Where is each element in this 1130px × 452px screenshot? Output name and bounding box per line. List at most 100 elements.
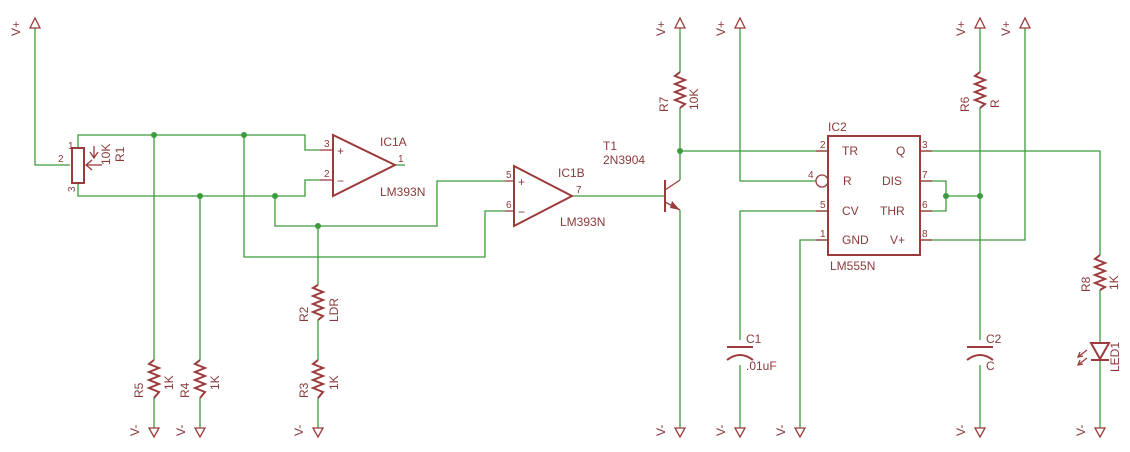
svg-text:2: 2: [820, 140, 826, 151]
vminus-supply-r3: V-: [292, 425, 325, 439]
comparator-ic1b: + − 5 6 7 IC1B LM393N: [505, 164, 605, 229]
svg-text:1: 1: [68, 141, 74, 152]
vplus-supply-ic2-vcc: V+: [999, 16, 1032, 36]
svg-text:−: −: [337, 174, 344, 188]
svg-text:V-: V-: [174, 425, 188, 436]
resistor-r5: R5 1K: [132, 359, 176, 399]
r3-value: 1K: [327, 375, 341, 390]
r5-value: 1K: [162, 375, 176, 390]
led-led1: LED1: [1076, 342, 1122, 372]
r7-value: 10K: [687, 89, 701, 110]
svg-text:+: +: [518, 175, 525, 189]
svg-text:V+: V+: [890, 233, 905, 247]
c2-name: C2: [986, 332, 1002, 346]
resistor-r4: R4 1K: [178, 359, 222, 399]
svg-text:6: 6: [506, 200, 512, 211]
svg-text:−: −: [518, 205, 525, 219]
svg-text:THR: THR: [880, 204, 905, 218]
ic1a-value: LM393N: [380, 185, 425, 199]
svg-text:5: 5: [506, 170, 512, 181]
svg-text:V+: V+: [654, 21, 668, 36]
svg-text:V-: V-: [128, 425, 142, 436]
r6-name: R6: [958, 96, 972, 112]
ic1a-name: IC1A: [380, 135, 407, 149]
c1-value: .01uF: [746, 359, 777, 373]
capacitor-c1: C1 .01uF: [726, 332, 777, 373]
svg-text:1: 1: [820, 229, 826, 240]
transistor-t1: T1 2N3904: [603, 139, 681, 212]
vminus-supply-r4: V-: [174, 425, 207, 439]
resistor-r8: R8 1K: [1079, 254, 1121, 292]
capacitor-c2: C2 C: [966, 332, 1002, 373]
svg-text:7: 7: [576, 185, 582, 196]
r7-name: R7: [657, 96, 671, 112]
svg-text:DIS: DIS: [882, 174, 902, 188]
r1-value: 10K: [99, 144, 113, 165]
svg-text:V-: V-: [714, 425, 728, 436]
wires: [34, 28, 1101, 428]
vminus-supply-r5: V-: [128, 425, 161, 439]
vminus-supply-led1: V-: [1074, 425, 1107, 439]
svg-text:2: 2: [58, 154, 64, 165]
resistor-r2-ldr: R2 LDR: [297, 284, 341, 322]
ic1b-name: IC1B: [558, 166, 585, 180]
svg-text:2: 2: [324, 169, 330, 180]
vplus-supply-r1: V+: [9, 16, 42, 36]
svg-text:CV: CV: [842, 204, 859, 218]
svg-text:R: R: [843, 174, 852, 188]
svg-text:3: 3: [922, 140, 928, 151]
svg-text:6: 6: [922, 200, 928, 211]
timer-ic2: 2 4 5 1 3 7 6 8 TR R CV GND Q DIS THR V+…: [808, 120, 932, 273]
svg-text:4: 4: [808, 170, 814, 181]
svg-text:V+: V+: [999, 21, 1013, 36]
vminus-supply-ic2-gnd: V-: [774, 425, 807, 439]
r3-name: R3: [297, 382, 311, 398]
svg-text:5: 5: [820, 200, 826, 211]
resistor-r3: R3 1K: [297, 359, 341, 399]
led1-name: LED1: [1108, 342, 1122, 372]
vminus-supply-c2: V-: [954, 425, 987, 439]
svg-text:3: 3: [67, 186, 78, 192]
vplus-supply-r6: V+: [954, 16, 987, 36]
svg-text:V-: V-: [1074, 425, 1088, 436]
r4-value: 1K: [208, 375, 222, 390]
junction-dots: [151, 132, 983, 229]
c1-name: C1: [746, 332, 762, 346]
svg-text:GND: GND: [842, 233, 869, 247]
vminus-supply-t1: V-: [654, 425, 687, 439]
r2-value: LDR: [327, 298, 341, 322]
r4-name: R4: [178, 382, 192, 398]
svg-text:V-: V-: [654, 425, 668, 436]
resistor-r7: R7 10K: [657, 71, 701, 112]
svg-text:+: +: [337, 144, 344, 158]
r2-name: R2: [297, 306, 311, 322]
svg-text:3: 3: [324, 139, 330, 150]
t1-name: T1: [603, 139, 617, 153]
svg-text:Q: Q: [896, 144, 905, 158]
c2-value: C: [986, 359, 995, 373]
svg-text:V-: V-: [292, 425, 306, 436]
comparator-ic1a: + − 3 2 1 IC1A LM393N: [320, 133, 425, 199]
ic2-value: LM555N: [830, 259, 875, 273]
vplus-supply-r7: V+: [654, 16, 687, 36]
r8-value: 1K: [1107, 275, 1121, 290]
svg-text:1: 1: [398, 154, 404, 165]
svg-text:V-: V-: [774, 425, 788, 436]
potentiometer-r1: 1 2 3 R1 10K: [58, 141, 127, 192]
t1-value: 2N3904: [603, 153, 645, 167]
vminus-supply-c1: V-: [714, 425, 747, 439]
ic2-name: IC2: [828, 120, 847, 134]
svg-text:V+: V+: [9, 21, 23, 36]
r8-name: R8: [1079, 276, 1093, 292]
r6-value: R: [988, 99, 1002, 108]
resistor-r6: R6 R: [958, 71, 1002, 112]
svg-text:V+: V+: [714, 21, 728, 36]
svg-text:7: 7: [922, 170, 928, 181]
svg-text:TR: TR: [842, 144, 858, 158]
svg-text:V+: V+: [954, 21, 968, 36]
r1-name: R1: [113, 146, 127, 162]
svg-text:V-: V-: [954, 425, 968, 436]
ic1b-value: LM393N: [560, 215, 605, 229]
r5-name: R5: [132, 382, 146, 398]
